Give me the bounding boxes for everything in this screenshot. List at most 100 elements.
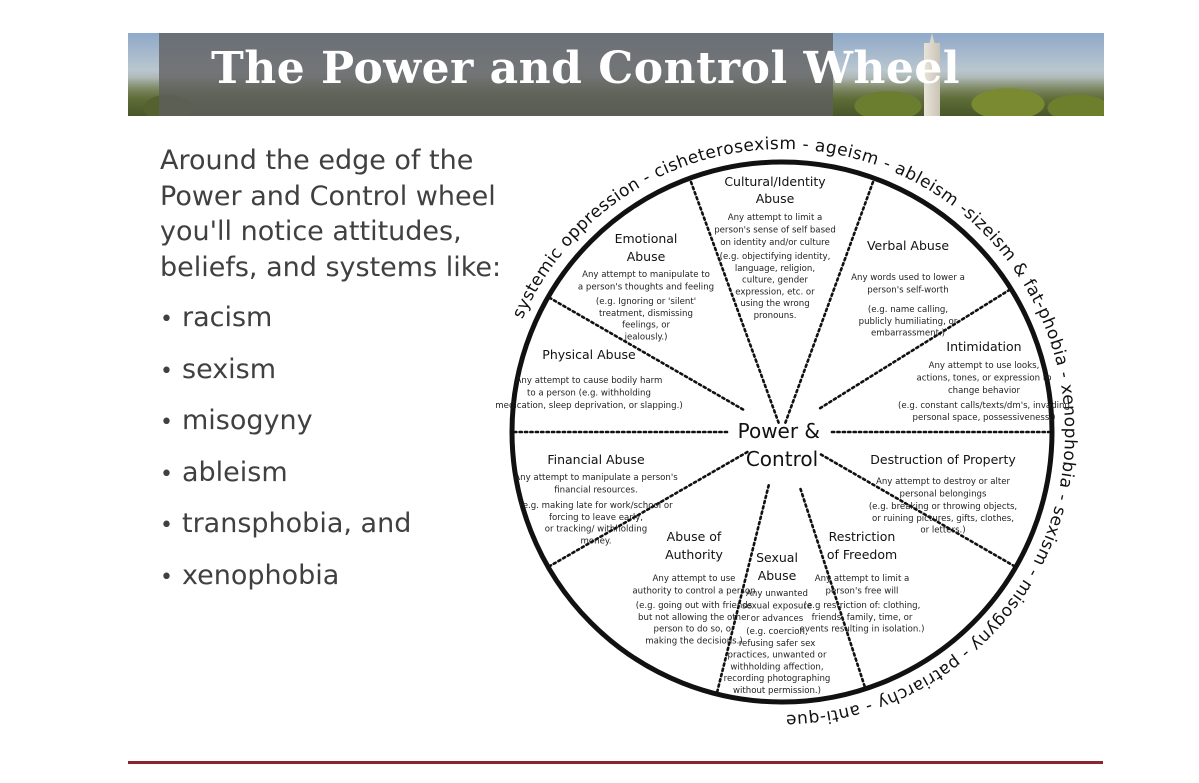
segment-example: (e.g restriction of: clothing, friends, f… <box>800 601 925 635</box>
segment-title-line: Physical Abuse <box>542 347 636 362</box>
segment-title-line: Sexual <box>756 550 798 565</box>
segment-example-line: but not allowing the other <box>638 613 750 623</box>
list-item: • misogyny <box>160 401 411 453</box>
segment-description-line: financial resources. <box>554 485 637 495</box>
segment-description-line: sexual exposure <box>742 601 812 611</box>
segment-description-line: personal belongings <box>900 489 987 499</box>
segment-title: Financial Abuse <box>547 452 645 467</box>
spoke-line <box>819 453 1016 568</box>
intro-line: beliefs, and systems like: <box>160 251 502 283</box>
segment-example-line: events resulting in isolation.) <box>800 625 925 635</box>
segment-title-line: of Freedom <box>827 547 897 562</box>
segment-example-line: (e.g. going out with friends <box>636 601 753 611</box>
segment-description: Any attempt to manipulate a person's fina… <box>514 473 678 495</box>
segment-description-line: person's free will <box>826 586 899 596</box>
segment-description-line: Any attempt to manipulate to <box>582 270 710 280</box>
segment-title: Intimidation <box>946 339 1021 354</box>
segment-title-line: Restriction <box>829 529 896 544</box>
spoke-line <box>715 484 770 694</box>
segment-description-line: medication, sleep deprivation, or slappi… <box>495 401 682 411</box>
segment-example: (e.g. objectifying identity,language, re… <box>720 252 831 321</box>
bottom-divider <box>128 761 1103 764</box>
list-item-label: sexism <box>182 353 277 385</box>
segment-description-line: person's self-worth <box>867 285 948 295</box>
segment-description-line: Any attempt to use looks, <box>929 361 1040 371</box>
segment-title: Destruction of Property <box>870 452 1016 467</box>
power-control-wheel: systemic oppression - cisheterosexism - … <box>460 120 1080 730</box>
segment-example-line: (e.g. Ignoring or 'silent' <box>596 297 696 307</box>
segment-title-line: Destruction of Property <box>870 452 1016 467</box>
list-item-label: xenophobia <box>182 559 340 591</box>
spoke-line <box>818 288 1011 410</box>
list-item-label: misogyny <box>182 405 313 436</box>
segment-example-line: (e.g. name calling, <box>868 305 948 315</box>
segment-example-line: withholding affection, <box>730 662 823 672</box>
segment-example-line: jealously.) <box>624 332 668 342</box>
spoke-line <box>548 296 745 411</box>
segment-title-line: Intimidation <box>946 339 1021 354</box>
segment-description-line: Any attempt to limit a <box>815 574 910 584</box>
list-item-label: racism <box>182 302 273 333</box>
segment-example-line: (e.g restriction of: clothing, <box>804 601 921 611</box>
segment-title-line: Abuse <box>758 568 797 583</box>
segment-title: Restriction of Freedom <box>827 529 897 562</box>
header-banner: The Power and Control Wheel <box>128 33 1104 116</box>
list-item: •transphobia, and <box>160 504 411 556</box>
banner-photo-spire <box>928 33 936 49</box>
segment-example-line: treatment, dismissing <box>599 309 693 319</box>
segment-example: (e.g. going out with friends but not allo… <box>636 601 753 646</box>
intro-line: you'll notice attitudes, <box>160 216 462 247</box>
segment-description-line: Any words used to lower a <box>851 273 965 283</box>
list-item: •ableism <box>160 453 411 505</box>
segment-example-line: language, religion, <box>735 264 815 274</box>
segment-description-line: Any attempt to limit a <box>728 213 823 223</box>
segment-example-line: embarrassment.) <box>871 329 945 339</box>
segment-example-line: pronouns. <box>754 311 797 321</box>
segment-example-line: (e.g. making late for work/school or <box>519 501 673 511</box>
segment-example-line: money. <box>581 536 612 546</box>
segment-example-line: (e.g. coercion, <box>746 627 807 637</box>
segment-example-line: using the wrong <box>740 299 809 309</box>
bullet-icon: • <box>160 307 173 332</box>
segment-example-line: culture, gender <box>742 276 808 286</box>
segment-title-line: Verbal Abuse <box>867 238 949 253</box>
list-item: •sexism <box>160 350 411 402</box>
segment-description-line: actions, tones, or expression to <box>917 373 1052 383</box>
segment-example-line: expression, etc. or <box>735 287 815 297</box>
segment-description-line: Any attempt to manipulate a person's <box>514 473 678 483</box>
segment-title-line: Abuse <box>756 191 795 206</box>
spoke-line <box>784 178 875 424</box>
segment-example-line: friends, family, time, or <box>812 613 913 623</box>
segment-description-line: change behavior <box>948 386 1021 396</box>
segment-example-line: practices, unwanted or <box>728 651 827 661</box>
segment-description-line: Any unwanted <box>746 589 808 599</box>
segment-description: Any attempt to limit a person's free will <box>815 574 910 596</box>
segment-description-line: Any attempt to use <box>653 574 736 584</box>
bullet-icon: • <box>160 410 173 435</box>
segment-example-line: publicly humiliating, or <box>859 317 958 327</box>
banner-photo-tower <box>924 43 940 116</box>
segment-example-line: or letters.) <box>920 526 965 536</box>
segment-example-line: or tracking/ withholding <box>545 525 647 535</box>
bullet-list: • racism •sexism • misogyny •ableism •tran… <box>160 298 411 607</box>
intro-text: Around the edge of the Power and Control… <box>160 143 540 285</box>
segment-example: (e.g. breaking or throwing objects,or ru… <box>869 502 1017 536</box>
segment-title-line: Authority <box>665 547 723 562</box>
list-item: •xenophobia <box>160 556 411 608</box>
